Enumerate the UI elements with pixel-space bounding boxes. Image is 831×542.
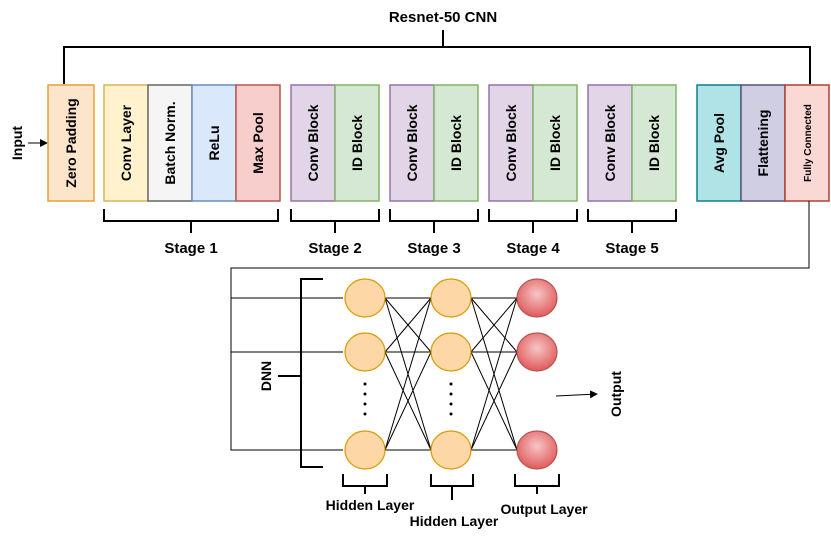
flattening-block [740, 84, 786, 202]
hidden-2-node [430, 430, 472, 470]
hidden-2-node [430, 278, 472, 318]
input-label: Input [9, 126, 25, 161]
avg-pool-label: Avg Pool [711, 113, 727, 173]
hidden-1-node [344, 332, 386, 372]
batch-norm-label: Batch Norm. [162, 101, 178, 184]
hidden-2-node [430, 332, 472, 372]
conv-block-5-label: Conv Block [602, 104, 618, 181]
hidden-1-ellipsis-dots [363, 382, 367, 416]
id-block-4-label: ID Block [547, 115, 563, 171]
id-block-4 [532, 84, 578, 202]
flattening-label: Flattening [755, 110, 771, 177]
fully-connected-label: Fully Connected [803, 104, 814, 182]
hidden-layer-1-label: Hidden Layer [326, 497, 415, 513]
id-block-2-label: ID Block [349, 115, 365, 171]
max-pool-block [235, 84, 281, 202]
conv-block-3-label: Conv Block [404, 104, 420, 181]
stage-brackets [103, 209, 677, 233]
hidden-layer-2-label: Hidden Layer [410, 513, 499, 529]
id-block-3 [433, 84, 479, 202]
stage-3-label: Stage 3 [407, 240, 460, 257]
id-block-5-label: ID Block [646, 115, 662, 171]
output-layer-label: Output Layer [500, 501, 588, 517]
conv-layer-label: Conv Layer [118, 104, 134, 181]
fully-connected-block [784, 84, 830, 202]
stage-5-blocks: Conv Block ID Block [587, 84, 677, 202]
output-node [516, 332, 558, 372]
output-label: Output [608, 371, 624, 417]
conv-block-4-label: Conv Block [503, 104, 519, 181]
relu-label: ReLu [206, 126, 222, 161]
dnn-label: DNN [258, 361, 274, 391]
resnet-bracket [63, 30, 811, 84]
output-layer-nodes [516, 278, 558, 470]
hidden-layer-1-nodes [344, 278, 386, 470]
hidden-2-ellipsis-dots [449, 382, 453, 416]
stage-2-blocks: Conv Block ID Block [290, 84, 380, 202]
stage-1-blocks: Conv Layer Batch Norm. ReLu Max Pool [103, 84, 281, 202]
zero-padding-label: Zero Padding [63, 98, 79, 187]
stage-4-label: Stage 4 [506, 240, 560, 257]
output-arrow [555, 390, 598, 399]
conv-block-2-label: Conv Block [305, 104, 321, 181]
hidden-1-node [344, 430, 386, 470]
dnn-bracket [278, 278, 323, 468]
stage-3-blocks: Conv Block ID Block [389, 84, 479, 202]
fc-to-dnn-connector [230, 201, 810, 451]
id-block-3-label: ID Block [448, 115, 464, 171]
hidden-layer-2-nodes [430, 278, 472, 470]
id-block-2 [334, 84, 380, 202]
diagram-title: Resnet-50 CNN [389, 9, 497, 26]
stage-1-label: Stage 1 [164, 240, 217, 257]
hidden-1-node [344, 278, 386, 318]
stage-5-label: Stage 5 [605, 240, 658, 257]
stage-2-label: Stage 2 [308, 240, 361, 257]
id-block-5 [631, 84, 677, 202]
output-node [516, 278, 558, 318]
max-pool-label: Max Pool [250, 112, 266, 173]
conv-layer-block [103, 84, 149, 202]
output-node [516, 430, 558, 470]
network-edges [384, 297, 518, 451]
stage-4-blocks: Conv Block ID Block [488, 84, 578, 202]
head-blocks: Avg Pool Flattening Fully Connected [696, 84, 830, 202]
batch-norm-block [147, 84, 193, 202]
layer-brackets [342, 474, 560, 500]
zero-padding-block: Zero Padding [47, 84, 95, 202]
